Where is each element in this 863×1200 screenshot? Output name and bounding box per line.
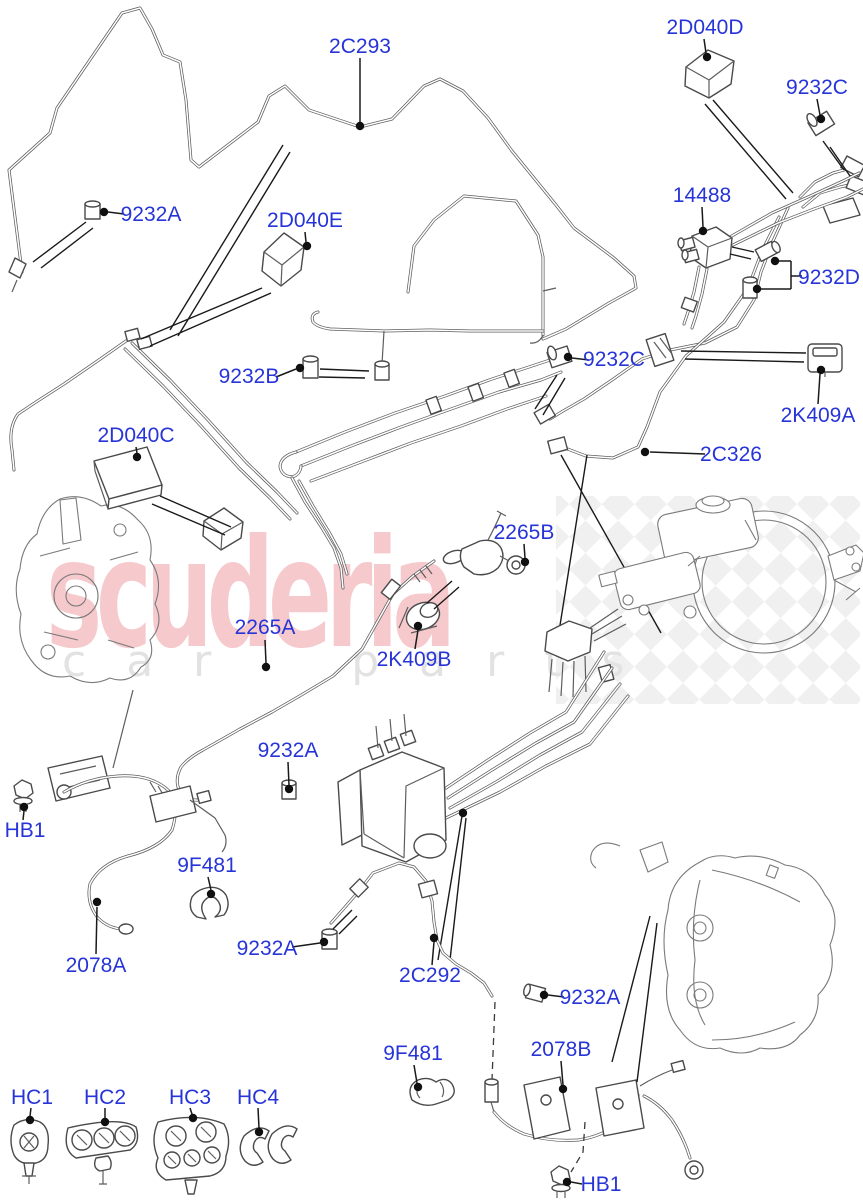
part-label-9232c-mid[interactable]: 9232C (583, 348, 645, 371)
clip-hc2-icon (65, 1121, 139, 1185)
part-label-9232b[interactable]: 9232B (218, 365, 280, 388)
fitting-9232c-top-drawing (806, 110, 851, 177)
box-2d040c-drawing (93, 446, 232, 536)
part-label-2k409b[interactable]: 2K409B (376, 648, 452, 671)
part-label-2d040e[interactable]: 2D040E (267, 209, 343, 232)
part-label-hb1-left[interactable]: HB1 (4, 819, 46, 842)
part-label-2265a[interactable]: 2265A (234, 616, 296, 639)
part-label-2078a[interactable]: 2078A (65, 954, 127, 977)
part-label-9232a-topleft[interactable]: 9232A (120, 203, 182, 226)
part-label-9232a-bottomright[interactable]: 9232A (559, 986, 621, 1009)
pipe-arch-drawing (310, 194, 557, 381)
part-label-9232a-midleft[interactable]: 9232A (257, 739, 319, 762)
part-label-2c326[interactable]: 2C326 (700, 443, 762, 466)
fitting-9232b-drawing (302, 355, 370, 379)
unit-14488-drawing (677, 171, 863, 330)
abs-hcu-drawing (337, 650, 630, 961)
part-label-9232a-bottomleft[interactable]: 9232A (236, 937, 298, 960)
part-label-9232d[interactable]: 9232D (798, 266, 860, 289)
grommet-2k409b-drawing (398, 580, 460, 634)
box-2d040d-drawing (684, 49, 794, 200)
fitting-9232a-topleft-drawing (32, 200, 101, 269)
front-hose-2078a-drawing (13, 755, 229, 935)
rear-hose-2078b-drawing (409, 1059, 704, 1198)
pipe-left-diagonal-drawing (9, 144, 299, 521)
part-label-9f481-left[interactable]: 9F481 (177, 854, 237, 877)
caliper-drawing (590, 841, 836, 1083)
part-label-14488[interactable]: 14488 (672, 184, 732, 207)
pipe-network-middle-drawing (202, 357, 563, 590)
part-label-9232c-top[interactable]: 9232C (786, 76, 848, 99)
part-label-2c293[interactable]: 2C293 (329, 35, 391, 58)
box-2d040e-drawing (140, 232, 305, 347)
part-label-2d040c[interactable]: 2D040C (97, 424, 175, 447)
part-label-hb1-bottom[interactable]: HB1 (580, 1173, 622, 1196)
part-label-hc1[interactable]: HC1 (10, 1086, 54, 1109)
knuckle-assembly-drawing (15, 496, 160, 769)
part-label-9f481-bottom[interactable]: 9F481 (383, 1042, 443, 1065)
part-label-hc3[interactable]: HC3 (168, 1086, 212, 1109)
pipe-2c293-drawing (7, 6, 638, 341)
part-label-hc2[interactable]: HC2 (83, 1086, 127, 1109)
clip-hc1-icon (10, 1118, 50, 1184)
junction-block-drawing (544, 608, 627, 698)
part-label-2d040d[interactable]: 2D040D (666, 16, 744, 39)
leader-lines (19, 38, 826, 1187)
clip-hc3-icon (153, 1116, 230, 1195)
part-label-2078b[interactable]: 2078B (530, 1038, 592, 1061)
fitting-9232c-mid-drawing (534, 345, 573, 416)
box-2k409a-drawing (680, 343, 843, 377)
watermark-tagline: car parts (62, 636, 665, 687)
hose-2265b-elbow-drawing (442, 510, 526, 576)
part-label-2265b[interactable]: 2265B (493, 521, 555, 544)
part-label-hc4[interactable]: HC4 (236, 1086, 280, 1109)
part-label-2k409a[interactable]: 2K409A (780, 404, 856, 427)
part-label-2c292[interactable]: 2C292 (399, 964, 461, 987)
booster-master-cylinder-drawing (598, 495, 863, 654)
clip-hc4-icon (239, 1125, 298, 1166)
